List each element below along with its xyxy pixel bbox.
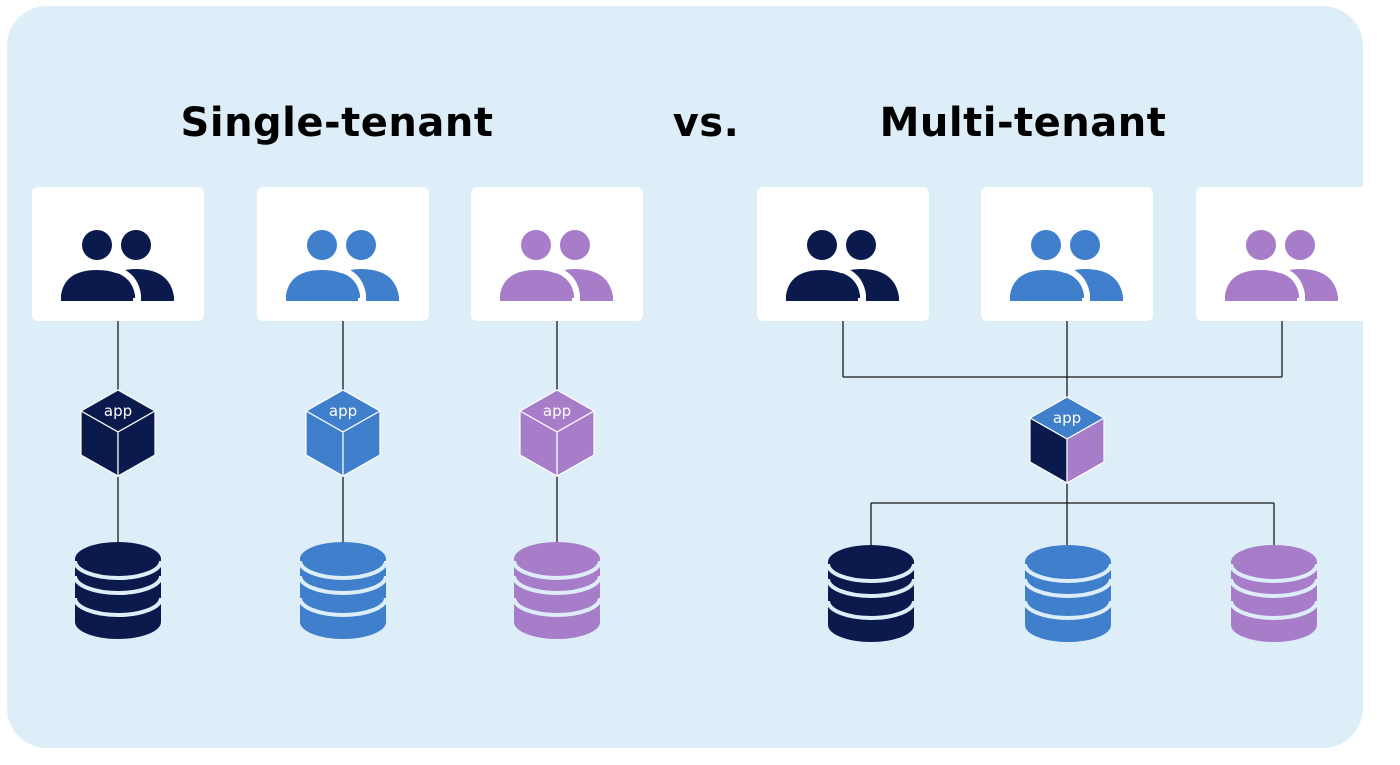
single-tenant-db-navy (73, 542, 163, 639)
app-cube-icon (1028, 396, 1106, 485)
users-group-icon (780, 230, 899, 304)
single-tenant-card-blue (257, 187, 429, 321)
database-icon (512, 542, 602, 639)
users-group-icon (1004, 230, 1123, 304)
multi-tenant-db-blue (1023, 545, 1113, 642)
multi-tenant-title: Multi-tenant (880, 100, 1167, 146)
single-tenant-card-purple (471, 187, 643, 321)
app-label: app (329, 402, 357, 420)
app-label: app (543, 402, 571, 420)
app-cube-icon (518, 389, 596, 478)
multi-tenant-card-navy (757, 187, 929, 321)
single-tenant-title: Single-tenant (181, 100, 494, 146)
database-icon (1229, 545, 1319, 642)
multi-tenant-card-blue (981, 187, 1153, 321)
users-group-icon (494, 230, 613, 304)
single-tenant-app-navy: app (79, 389, 157, 478)
multi-tenant-shared-app: app (1028, 396, 1106, 485)
users-group-icon (55, 230, 174, 304)
users-group-icon (280, 230, 399, 304)
single-tenant-app-blue: app (304, 389, 382, 478)
app-label: app (1053, 409, 1081, 427)
app-label: app (104, 402, 132, 420)
app-cube-icon (79, 389, 157, 478)
database-icon (73, 542, 163, 639)
database-icon (1023, 545, 1113, 642)
single-tenant-app-purple: app (518, 389, 596, 478)
multi-tenant-card-purple (1196, 187, 1368, 321)
vs-title: vs. (673, 100, 740, 146)
single-tenant-db-purple (512, 542, 602, 639)
database-icon (826, 545, 916, 642)
databases (73, 542, 1319, 642)
single-tenant-card-navy (32, 187, 204, 321)
database-icon (298, 542, 388, 639)
users-group-icon (1219, 230, 1338, 304)
tenant-cards (32, 187, 1368, 321)
multi-tenant-db-navy (826, 545, 916, 642)
multi-tenant-db-purple (1229, 545, 1319, 642)
connector-lines (117, 320, 1283, 545)
app-cube-icon (304, 389, 382, 478)
single-tenant-db-blue (298, 542, 388, 639)
app-cubes: app app app app (79, 389, 1106, 485)
